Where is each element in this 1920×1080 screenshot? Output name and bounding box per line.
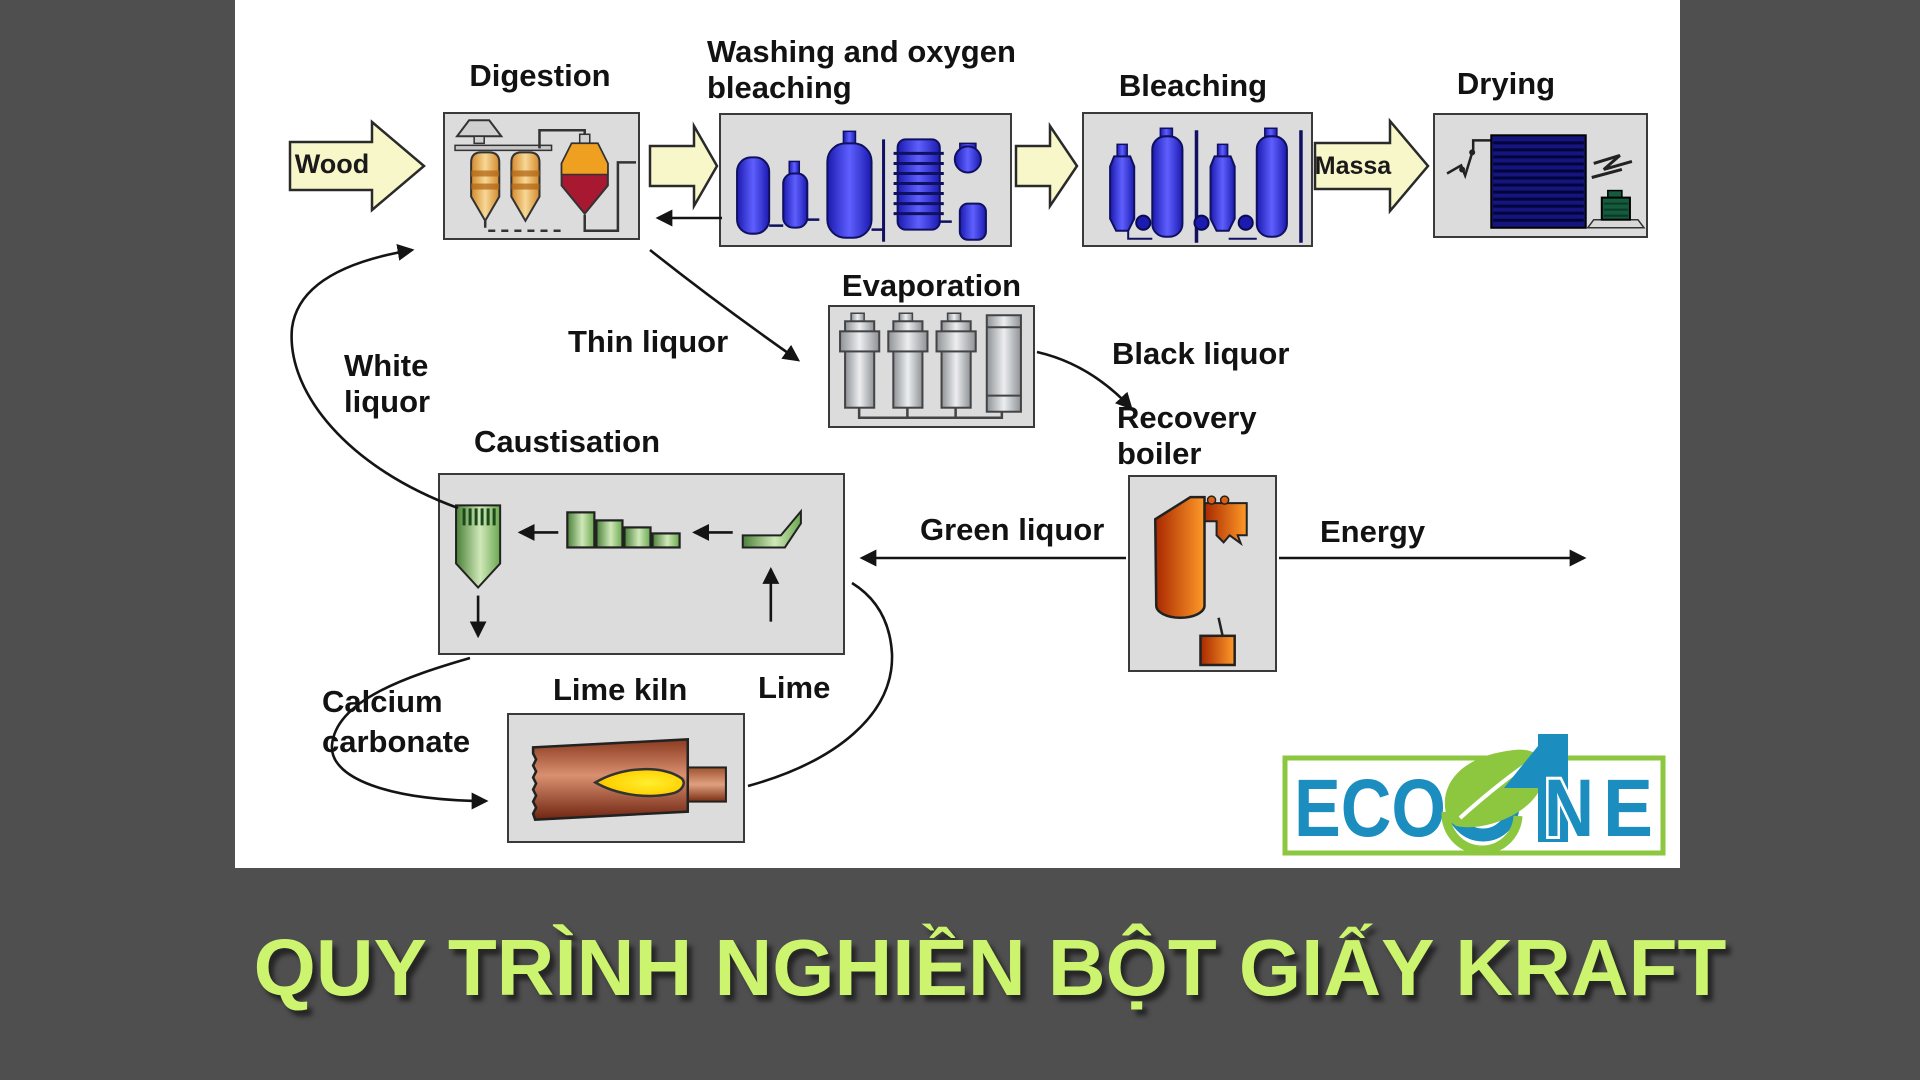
smelt-tank	[1199, 634, 1236, 667]
evaporation-equipment	[839, 312, 1022, 420]
oxygen-reactor	[826, 142, 873, 239]
evaporator-column	[985, 314, 1022, 413]
recovery-boiler-equipment	[1153, 495, 1248, 667]
bleach-tower	[1151, 135, 1184, 238]
lime-label: Lime	[758, 670, 831, 705]
lime-chute	[741, 508, 802, 549]
washer-vessel	[958, 202, 987, 241]
bleach-tower	[1255, 135, 1288, 238]
bleach-tower	[1209, 155, 1236, 232]
drying-equipment	[1446, 134, 1646, 229]
lime-kiln-equipment	[531, 738, 727, 821]
washer-vessel	[736, 156, 771, 235]
green-liquor-label: Green liquor	[920, 512, 1105, 547]
white-liquor-tank	[455, 504, 502, 590]
evaporation-label: Evaporation	[841, 268, 1022, 303]
caustisation-label: Caustisation	[473, 424, 661, 459]
flame-icon	[592, 767, 685, 798]
lightning-icon	[1593, 153, 1633, 171]
thin-liquor-label: Thin liquor	[568, 324, 729, 359]
washer-vessel	[782, 172, 809, 229]
clarifier	[623, 526, 652, 549]
bleaching-box	[1082, 112, 1313, 247]
caustisation-box	[438, 473, 845, 655]
evaporation-box	[828, 305, 1035, 428]
washing-box	[719, 113, 1012, 247]
black-liquor-label: Black liquor	[1112, 336, 1290, 371]
bleach-tower	[1109, 155, 1136, 232]
ecoone-logo: ECO N E	[1282, 734, 1666, 857]
logo-text-eco: ECO	[1294, 763, 1446, 854]
kiln-outlet	[686, 766, 727, 803]
digestion-label: Digestion	[469, 58, 611, 93]
recovery-boiler-box	[1128, 475, 1277, 672]
digestion-equipment	[454, 119, 636, 233]
wood-flow-label: Wood	[294, 149, 370, 179]
massa-flow-label: Massa	[1314, 152, 1392, 180]
drying-label: Drying	[1456, 66, 1556, 101]
clarifier	[566, 511, 596, 549]
bleaching-equipment	[1109, 127, 1303, 243]
leaf-swoosh	[1441, 811, 1523, 855]
clarifier	[595, 519, 624, 549]
one-numeral	[1504, 734, 1568, 842]
caustisation-equipment	[455, 504, 802, 639]
bleaching-label: Bleaching	[1118, 68, 1268, 103]
pump	[953, 145, 982, 174]
digestion-box	[443, 112, 640, 240]
boiler-body	[1153, 495, 1206, 619]
lime-kiln-box	[507, 713, 745, 843]
lime-kiln-label: Lime kiln	[553, 672, 688, 707]
logo-text-n: N	[1544, 763, 1594, 854]
clarifier	[651, 532, 681, 549]
logo-text-e: E	[1603, 763, 1653, 854]
slide-title: QUY TRÌNH NGHIỀN BỘT GIẤY KRAFT	[253, 923, 1727, 1012]
washing-equipment	[736, 130, 987, 242]
energy-label: Energy	[1320, 514, 1426, 549]
drying-box	[1433, 113, 1648, 238]
